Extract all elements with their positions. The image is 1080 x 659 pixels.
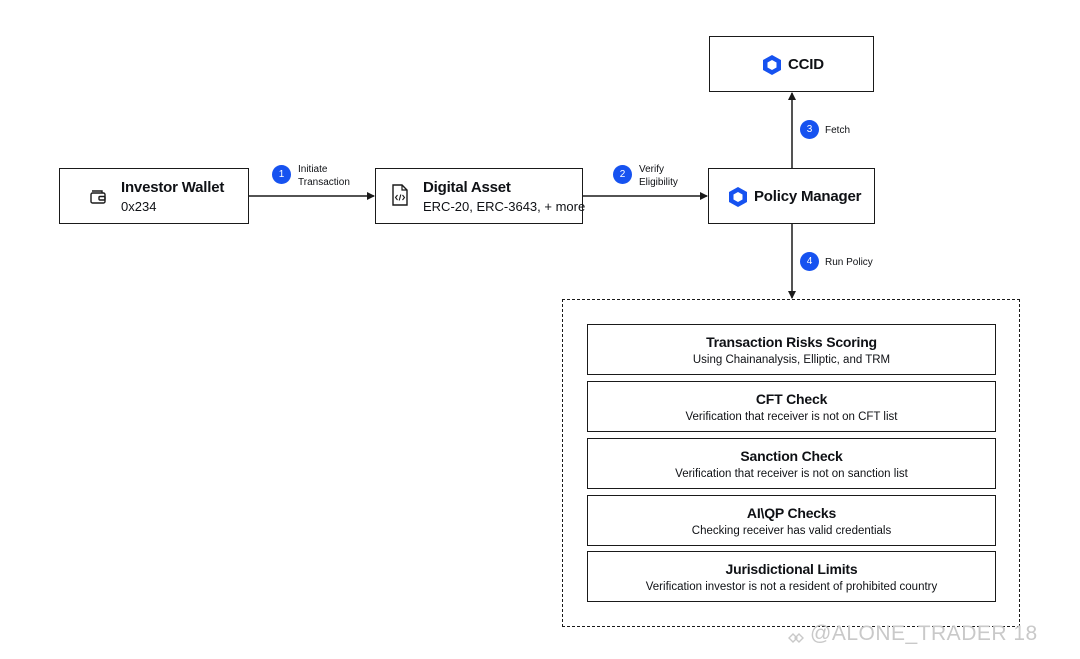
digital-asset-title: Digital Asset [423,179,511,196]
policy-title: Transaction Risks Scoring [706,334,877,350]
policy-manager-title: Policy Manager [754,188,862,205]
watermark: @ALONE_TRADER 18 [786,622,1038,646]
policy-sanction-check: Sanction Check Verification that receive… [587,438,996,489]
step-1-badge: 1 [272,165,291,184]
policy-description: Verification that receiver is not on san… [675,468,908,480]
digital-asset-node: Digital Asset ERC-20, ERC-3643, + more [375,168,586,224]
policy-description: Using Chainanalysis, Elliptic, and TRM [692,354,891,366]
policy-jurisdictional-limits: Jurisdictional Limits Verification inves… [587,551,996,602]
investor-wallet-address: 0x234 [121,199,157,214]
policy-transaction-risk-scoring: Transaction Risks Scoring Using Chainana… [587,324,996,375]
digital-asset-standards: ERC-20, ERC-3643, + more [423,199,586,214]
ccid-node: CCID [709,36,874,92]
policy-description: Verification that receiver is not on CFT… [685,411,898,423]
policy-description: Checking receiver has valid credentials [691,525,892,537]
step-3-badge: 3 [800,120,819,139]
step-1-label: Initiate Transaction [298,164,350,188]
ccid-title: CCID [788,56,824,73]
step-4-label: Run Policy [825,257,873,268]
step-4-badge: 4 [800,252,819,271]
watermark-logo-icon [786,627,806,644]
step-3-label: Fetch [825,125,851,136]
step-2-badge: 2 [613,165,632,184]
policy-manager-node: Policy Manager [708,168,875,224]
policy-group-container [562,299,1020,627]
watermark-text: @ALONE_TRADER 18 [810,622,1038,645]
investor-wallet-title: Investor Wallet [121,179,225,196]
policy-cft-check: CFT Check Verification that receiver is … [587,381,996,432]
hexagon-logo-icon [728,186,748,213]
step-2-label: Verify Eligibility [639,164,678,188]
policy-ai-qp-checks: AI\QP Checks Checking receiver has valid… [587,495,996,546]
policy-title: Sanction Check [740,448,843,464]
wallet-icon [88,187,108,212]
hexagon-logo-icon [762,54,782,81]
policy-title: Jurisdictional Limits [725,561,858,577]
policy-title: CFT Check [755,391,828,407]
policy-title: AI\QP Checks [746,505,837,521]
investor-wallet-node: Investor Wallet 0x234 [59,168,249,224]
policy-description: Verification investor is not a resident … [645,581,938,593]
code-file-icon [391,184,409,211]
